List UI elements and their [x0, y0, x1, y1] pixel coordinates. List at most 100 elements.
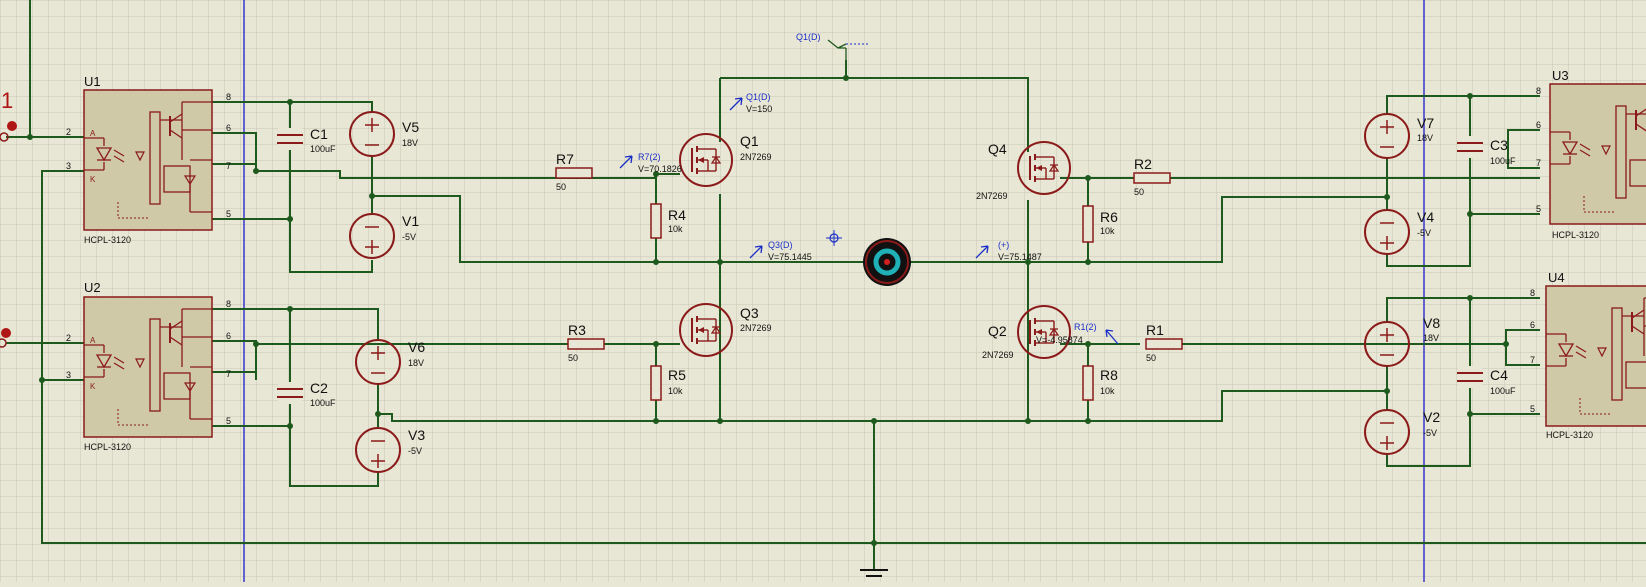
- u1-pin3: 3: [66, 161, 71, 171]
- u2-pin3: 3: [66, 370, 71, 380]
- voltage-source-v2[interactable]: V2 -5V: [1364, 409, 1440, 455]
- v3-ref: V3: [408, 427, 425, 443]
- probe-q1d-value: V=150: [746, 104, 772, 114]
- u1-ref: U1: [84, 74, 101, 89]
- probe-r1[interactable]: R1(2) V=-4.95874: [1036, 322, 1119, 345]
- left-terminal-1[interactable]: 1: [0, 88, 17, 142]
- probe-q3d[interactable]: Q3(D) V=75.1445: [749, 240, 812, 262]
- r2-ref: R2: [1134, 156, 1152, 172]
- v8-value: 18V: [1423, 333, 1439, 343]
- resistor-r6[interactable]: R6 10k: [1082, 205, 1118, 243]
- motor[interactable]: [863, 238, 911, 286]
- r4-ref: R4: [668, 207, 686, 223]
- u4-part: HCPL-3120: [1546, 430, 1593, 440]
- r4-value: 10k: [668, 224, 683, 234]
- r8-value: 10k: [1100, 386, 1115, 396]
- wire-hv-rail: [720, 77, 1029, 152]
- resistor-r2[interactable]: R2 50: [1133, 156, 1171, 197]
- q1-ref: Q1: [740, 133, 759, 149]
- mosfet-q4[interactable]: Q4 2N7269: [976, 141, 1071, 201]
- voltage-source-v7[interactable]: V7 18V: [1364, 113, 1434, 159]
- probe-r7-value: V=70.1826: [638, 164, 682, 174]
- u2-ref: U2: [84, 280, 101, 295]
- optocoupler-u3[interactable]: U3 HCPL-3120 8 6 7 5: [1536, 68, 1646, 240]
- probe-q1d-top[interactable]: Q1(D): [796, 32, 868, 60]
- voltage-source-v3[interactable]: V3 -5V: [355, 427, 425, 473]
- r3-value: 50: [568, 353, 578, 363]
- q1-part: 2N7269: [740, 152, 772, 162]
- r6-value: 10k: [1100, 226, 1115, 236]
- voltage-source-v1[interactable]: V1 -5V: [349, 213, 419, 259]
- u1-anode: A: [90, 129, 96, 138]
- optocoupler-u1[interactable]: U1 HCPL-3120 2 3 A K 8 6 7 5: [66, 74, 231, 245]
- u4-pin6: 6: [1530, 320, 1535, 330]
- r6-ref: R6: [1100, 209, 1118, 225]
- v5-value: 18V: [402, 138, 418, 148]
- wire-bottom-common: [41, 170, 1646, 544]
- probe-plus[interactable]: (+) V=75.1487: [975, 240, 1042, 262]
- capacitor-c1[interactable]: C1 100uF: [276, 126, 336, 154]
- optocoupler-u4[interactable]: U4 HCPL-3120 8 6 7 5: [1530, 270, 1646, 440]
- c2-ref: C2: [310, 380, 328, 396]
- u2-pin5: 5: [226, 416, 231, 426]
- v3-value: -5V: [408, 446, 422, 456]
- optocoupler-u2[interactable]: U2 HCPL-3120 2 3 A K 8 6 7 5: [66, 280, 231, 452]
- junction-dots: [27, 75, 1509, 546]
- u2-pin7: 7: [226, 369, 231, 379]
- resistor-r1[interactable]: R1 50: [1145, 322, 1183, 363]
- u1-pin5: 5: [226, 209, 231, 219]
- v4-value: -5V: [1417, 228, 1431, 238]
- probe-plus-name: (+): [998, 240, 1009, 250]
- u3-ref: U3: [1552, 68, 1569, 83]
- capacitor-c4[interactable]: C4 100uF: [1456, 366, 1516, 396]
- wire-bottom-bus: [378, 390, 1387, 422]
- u2-part: HCPL-3120: [84, 442, 131, 452]
- mosfet-q1[interactable]: Q1 2N7269: [679, 133, 772, 187]
- mosfet-q2[interactable]: Q2 2N7269: [982, 305, 1071, 360]
- voltage-source-v5[interactable]: V5 18V: [349, 111, 419, 157]
- u3-pin7: 7: [1536, 158, 1541, 168]
- u4-pin5: 5: [1530, 404, 1535, 414]
- resistor-r3[interactable]: R3 50: [567, 322, 605, 363]
- u2-anode: A: [90, 336, 96, 345]
- r7-ref: R7: [556, 151, 574, 167]
- ground-icon: [860, 543, 888, 577]
- capacitor-c2[interactable]: C2 100uF: [276, 380, 336, 408]
- c3-ref: C3: [1490, 137, 1508, 153]
- u1-cathode: K: [90, 175, 96, 184]
- wires: [6, 0, 1646, 544]
- left-terminal-2[interactable]: [0, 328, 11, 348]
- v7-value: 18V: [1417, 133, 1433, 143]
- u4-pin7: 7: [1530, 355, 1535, 365]
- v6-value: 18V: [408, 358, 424, 368]
- u4-ref: U4: [1548, 270, 1565, 285]
- probe-q1d[interactable]: Q1(D) V=150: [729, 92, 772, 114]
- c2-value: 100uF: [310, 398, 336, 408]
- wire-u2-pin8: [212, 308, 379, 341]
- mosfet-q3[interactable]: Q3 2N7269: [679, 303, 772, 357]
- q4-ref: Q4: [988, 141, 1007, 157]
- r2-value: 50: [1134, 187, 1144, 197]
- u2-cathode: K: [90, 382, 96, 391]
- cursor-crosshair-icon: [826, 230, 842, 246]
- edge-label: 1: [1, 88, 13, 113]
- probe-r7[interactable]: R7(2) V=70.1826: [619, 152, 682, 174]
- c3-value: 100uF: [1490, 156, 1516, 166]
- r1-ref: R1: [1146, 322, 1164, 338]
- r1-value: 50: [1146, 353, 1156, 363]
- resistor-r4[interactable]: R4 10k: [650, 203, 686, 239]
- resistor-r8[interactable]: R8 10k: [1082, 365, 1118, 401]
- v6-ref: V6: [408, 339, 425, 355]
- voltage-source-v4[interactable]: V4 -5V: [1364, 209, 1434, 255]
- probe-q3d-name: Q3(D): [768, 240, 793, 250]
- resistor-r5[interactable]: R5 10k: [650, 365, 686, 401]
- resistor-r7[interactable]: R7 50: [555, 151, 593, 192]
- voltage-source-v6[interactable]: V6 18V: [355, 339, 425, 385]
- q4-part: 2N7269: [976, 191, 1008, 201]
- voltage-source-v8[interactable]: V8 18V: [1364, 315, 1440, 367]
- c1-ref: C1: [310, 126, 328, 142]
- probe-q1d-name: Q1(D): [746, 92, 771, 102]
- capacitor-c3[interactable]: C3 100uF: [1456, 136, 1516, 166]
